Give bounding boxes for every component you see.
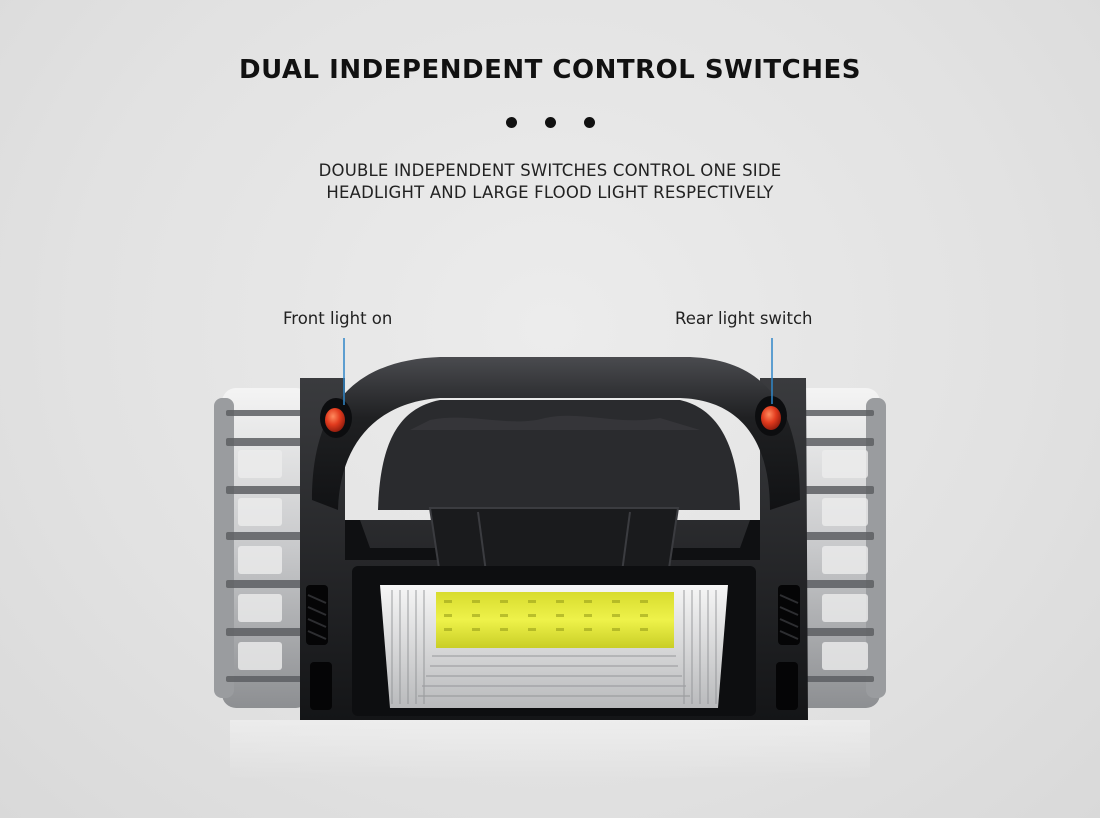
separator-dots-icon [0,113,1100,132]
rear-switch-button-icon [755,396,787,436]
dot-icon [544,117,556,128]
side-vent-grills [306,585,800,710]
page-subtitle: DOUBLE INDEPENDENT SWITCHES CONTROL ONE … [0,160,1100,204]
left-heat-sink-fins [214,388,310,708]
rear-light-callout-label: Rear light switch [675,309,813,328]
page-title: DUAL INDEPENDENT CONTROL SWITCHES [239,55,861,85]
subtitle-line-2: HEADLIGHT AND LARGE FLOOD LIGHT RESPECTI… [326,183,774,202]
flashlight-handle [312,357,800,510]
cob-led-strip [436,592,674,648]
dot-icon [505,117,517,128]
front-switch-button-icon [320,398,352,438]
right-heat-sink-fins [790,388,886,708]
subtitle-line-1: DOUBLE INDEPENDENT SWITCHES CONTROL ONE … [318,161,782,180]
dot-icon [583,117,595,128]
front-light-callout-label: Front light on [283,309,393,328]
flood-light-panel [380,585,728,708]
